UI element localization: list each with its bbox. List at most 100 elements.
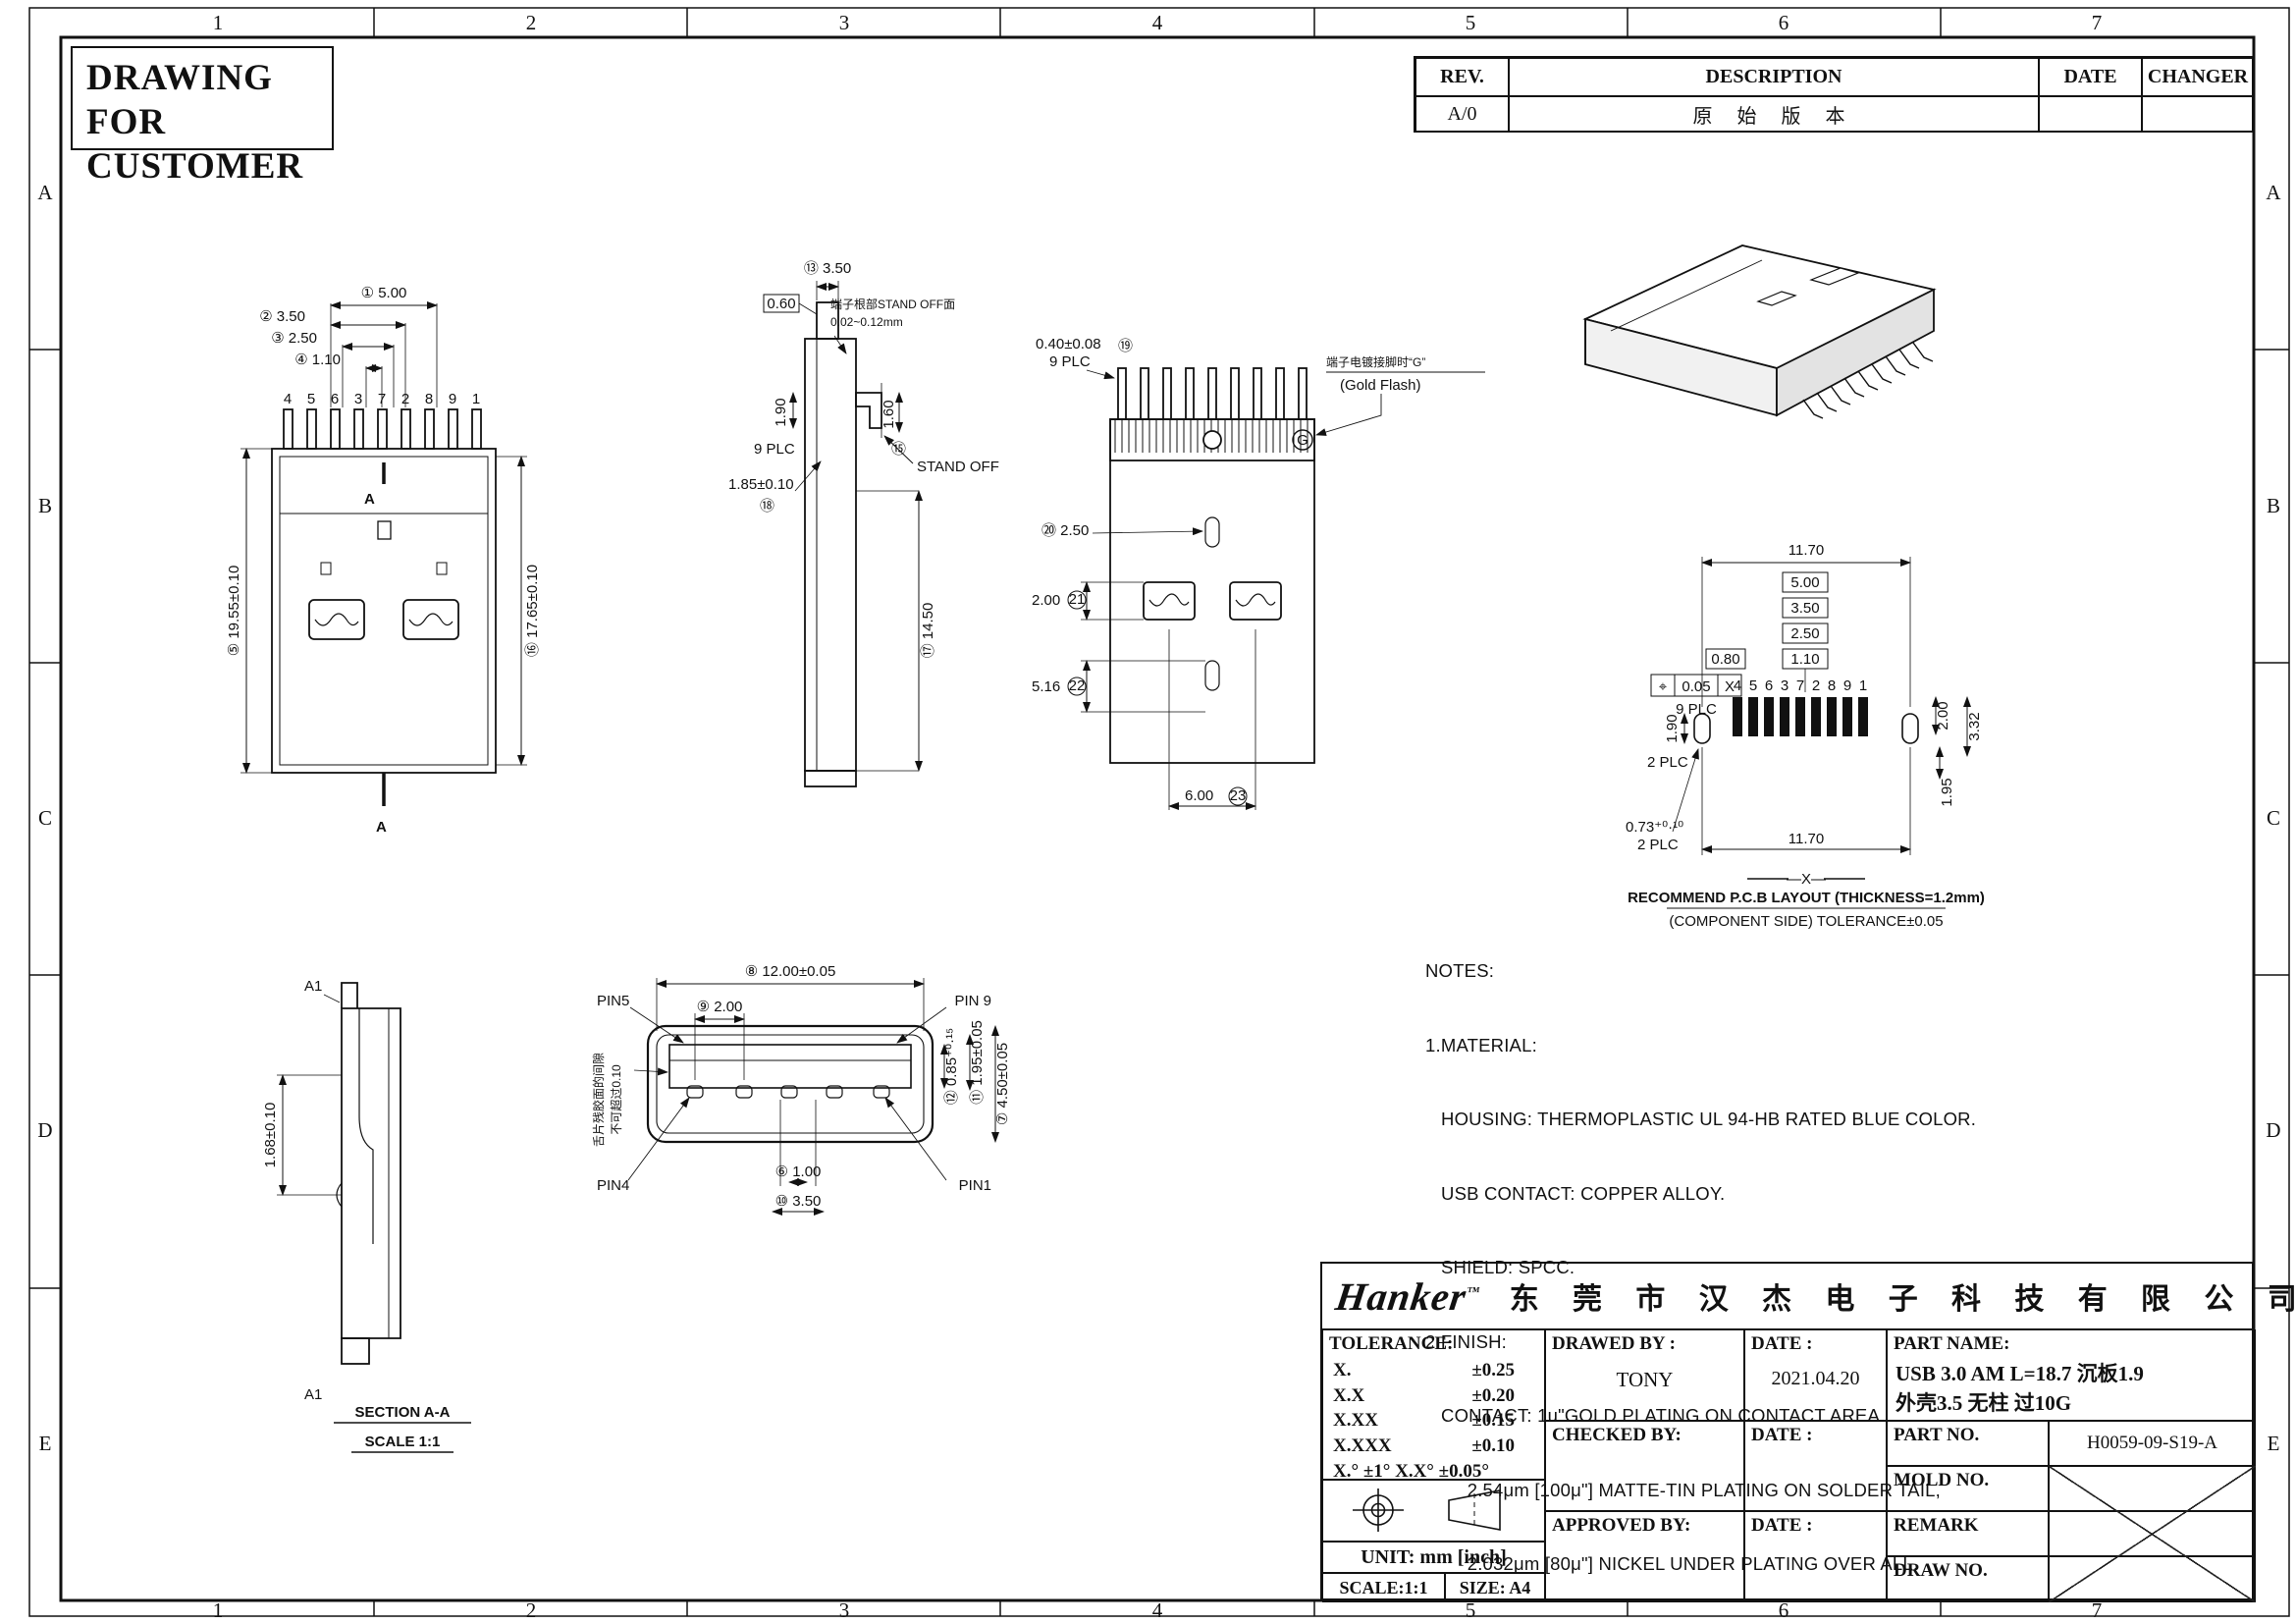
side-note-line2: 0.02~0.12mm <box>830 315 903 329</box>
section-view: A1 A1 1.68±0.10 SECTION A-A SCALE 1:1 <box>262 978 471 1453</box>
zone-row-right-E: E <box>2267 1432 2280 1455</box>
drawed-by-cell: DRAWED BY : TONY <box>1545 1329 1744 1421</box>
isometric-view <box>1582 244 1937 419</box>
zone-col-bot-7: 7 <box>2091 1598 2103 1622</box>
front-dim-19.55: ⑤ 19.55±0.10 <box>226 566 242 657</box>
side-dim-3.50: ⑬ 3.50 <box>804 260 851 277</box>
section-dim-lines <box>279 1074 471 1453</box>
date-cell-2: DATE : <box>1744 1421 1887 1511</box>
zone-col-top-1: 1 <box>212 11 224 34</box>
side-balloon-15: ⑮ <box>891 441 906 458</box>
pcb-dim-1.90: 1.90 <box>1664 714 1681 742</box>
part-no-label-cell: PART NO. <box>1887 1421 2049 1466</box>
rev-header-date: DATE <box>2039 58 2142 96</box>
back-gold-note-line1: 端子电镀接脚时“G” <box>1326 354 1425 369</box>
side-dim-0.60: 0.60 <box>767 296 795 312</box>
back-9plc: 9 PLC <box>1049 353 1091 370</box>
pcb-pin-number: 4 <box>1734 677 1741 694</box>
third-angle-projection-icon <box>1353 1489 1501 1532</box>
mold-no-label-cell: MOLD NO. <box>1887 1466 2049 1511</box>
mating-dim-0.85: ⑫ 0.85⁺⁰·¹⁵ <box>943 1028 960 1106</box>
pcb-dim-11.70-top: 11.70 <box>1789 542 1824 559</box>
tolerance-cell: TOLERANCE: X.±0.25 X.X±0.20 X.XX±0.15 X.… <box>1322 1329 1545 1482</box>
zone-row-left-A: A <box>37 181 53 204</box>
back-dim-2.50: ⑳ 2.50 <box>1041 522 1089 539</box>
drawed-by-label: DRAWED BY : <box>1552 1333 1676 1354</box>
mold-no-value <box>2049 1466 2256 1511</box>
front-dim-1.10: ④ 1.10 <box>294 352 341 368</box>
zone-row-left-B: B <box>37 494 52 517</box>
mating-pin5-label: PIN5 <box>597 993 629 1009</box>
pcb-ext-lines <box>1701 557 1911 855</box>
rev-cell-changer <box>2142 96 2254 133</box>
scale-cell: SCALE:1:1 <box>1322 1573 1445 1602</box>
date-label-3: DATE : <box>1751 1515 1813 1536</box>
mating-face-body <box>646 1024 934 1144</box>
zone-col-top-4: 4 <box>1151 11 1163 34</box>
front-view-dim-lines <box>242 301 525 806</box>
pcb-caption-line2: (COMPONENT SIDE) TOLERANCE±0.05 <box>1669 913 1943 930</box>
pcb-dim-5.00: 5.00 <box>1790 574 1819 591</box>
remark-label-cell: REMARK <box>1887 1511 2049 1556</box>
front-pin-number: 8 <box>425 391 433 407</box>
sheet-title-line2: CUSTOMER <box>86 146 304 188</box>
pcb-dim-lines <box>1650 559 1971 909</box>
front-pin-number: 6 <box>331 391 339 407</box>
notes-line: NOTES: <box>1425 960 1495 982</box>
mating-note-line1: 舌片残胶面的间隙 <box>591 1053 606 1147</box>
pcb-dim-2.50: 2.50 <box>1790 625 1819 642</box>
part-no-value: H0059-09-S19-A <box>2049 1421 2256 1466</box>
section-dim-1.68: 1.68±0.10 <box>262 1103 279 1168</box>
rev-cell-rev: A/0 <box>1415 96 1509 133</box>
notes-line: HOUSING: THERMOPLASTIC UL 94-HB RATED BL… <box>1425 1109 1977 1130</box>
back-dim-5.16: 5.16 <box>1032 678 1060 695</box>
sheet-title-line1: DRAWING FOR <box>86 58 273 143</box>
tolerance-title: TOLERANCE: <box>1329 1333 1454 1354</box>
date-cell-1: DATE : 2021.04.20 <box>1744 1329 1887 1421</box>
drawed-by-value: TONY <box>1616 1368 1674 1391</box>
approved-by-label: APPROVED BY: <box>1552 1515 1691 1536</box>
checked-by-label: CHECKED BY: <box>1552 1425 1682 1445</box>
back-gold-flash-symbol: G <box>1297 432 1308 449</box>
remark-label: REMARK <box>1894 1515 1979 1536</box>
zone-row-left-C: C <box>37 806 52 830</box>
pcb-pin-number: 7 <box>1796 677 1804 694</box>
notes-block: NOTES: 1.MATERIAL: HOUSING: THERMOPLASTI… <box>1425 909 2112 1624</box>
rev-header-description: DESCRIPTION <box>1509 58 2039 96</box>
front-dim-5.00: ① 5.00 <box>361 285 407 301</box>
pcb-fcf-datum: X <box>1725 678 1735 695</box>
pcb-pin-number: 9 <box>1843 677 1851 694</box>
side-dim-1.60: 1.60 <box>881 400 897 428</box>
zone-col-top-7: 7 <box>2091 11 2103 34</box>
mating-note-line2: 不可超过0.10 <box>609 1064 623 1135</box>
zone-row-right-C: C <box>2266 806 2280 830</box>
zone-col-top-2: 2 <box>525 11 537 34</box>
side-dim-14.50: ⑰ 14.50 <box>920 603 936 659</box>
zone-col-top-6: 6 <box>1778 11 1789 34</box>
pcb-dim-2.00: 2.00 <box>1935 701 1951 730</box>
back-balloon-23: 23 <box>1230 787 1247 804</box>
notes-line: USB CONTACT: COPPER ALLOY. <box>1425 1182 1726 1204</box>
company-logo-text: Hanker <box>1332 1273 1469 1319</box>
zone-row-right-B: B <box>2266 494 2280 517</box>
section-marker-a1-top: A1 <box>304 978 322 995</box>
pcb-pin-number: 6 <box>1765 677 1773 694</box>
side-view-body <box>804 301 882 787</box>
notes-line: 2.54μm [100μ"] MATTE-TIN PLATING ON SOLD… <box>1425 1479 1941 1500</box>
pcb-dim-3.50: 3.50 <box>1790 600 1819 617</box>
side-balloon-18: ⑱ <box>760 498 774 514</box>
draw-no-label-cell: DRAW NO. <box>1887 1556 2049 1602</box>
size-cell: SIZE: A4 <box>1445 1573 1545 1602</box>
rev-cell-description: 原 始 版 本 <box>1509 96 2039 133</box>
mating-dim-2.00: ⑨ 2.00 <box>697 999 743 1015</box>
part-name-line1: USB 3.0 AM L=18.7 沉板1.9 <box>1896 1362 2144 1385</box>
pcb-2plc-bottom: 2 PLC <box>1637 837 1679 853</box>
back-view: 0.40±0.08 9 PLC ⑲ G 端子电镀接脚时“G” (Gold Fla… <box>1032 336 1485 810</box>
front-pin-number: 1 <box>472 391 480 407</box>
pcb-datum-x-mark: —X— <box>1787 871 1826 888</box>
zone-row-right-D: D <box>2266 1118 2281 1142</box>
drawing-for-customer-box: DRAWING FOR CUSTOMER <box>71 46 334 187</box>
front-pin-number: 4 <box>284 391 292 407</box>
section-ext-lines <box>277 994 342 1196</box>
